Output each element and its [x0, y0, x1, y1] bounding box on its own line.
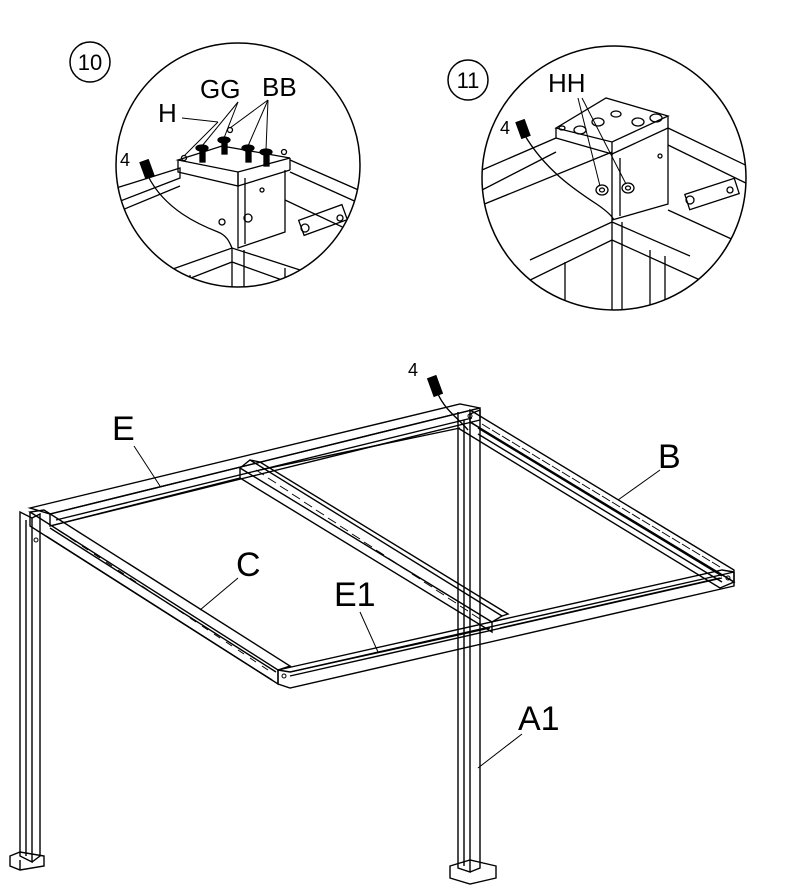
- label-cable-11: 4: [500, 118, 510, 138]
- detail-11: 11: [448, 46, 760, 320]
- label-hh: HH: [548, 68, 586, 98]
- detail-10: 10: [70, 42, 370, 300]
- cable-plug-icon: [515, 119, 531, 139]
- label-e: E: [112, 410, 135, 448]
- label-a1: A1: [518, 700, 560, 738]
- slots-b: [482, 424, 720, 567]
- label-gg: GG: [200, 74, 240, 104]
- label-c: C: [236, 546, 261, 584]
- label-cable-main: 4: [408, 360, 418, 380]
- detail-11-frame: [482, 46, 746, 310]
- label-cable-10: 4: [120, 150, 130, 170]
- post-a1: [450, 410, 496, 884]
- step-number-11: 11: [457, 68, 480, 93]
- beam-e: [30, 404, 480, 526]
- label-b: B: [658, 438, 681, 476]
- label-e1: E1: [334, 576, 376, 614]
- beam-b: [458, 410, 734, 588]
- beam-c: [30, 510, 290, 684]
- label-bb: BB: [262, 72, 297, 102]
- cable-plug-icon: [139, 159, 155, 179]
- step-number-10: 10: [78, 50, 102, 75]
- cable-plug-icon: [427, 375, 443, 397]
- detail-10-content: [110, 128, 370, 301]
- post-left: [10, 512, 44, 870]
- label-h: H: [158, 98, 177, 128]
